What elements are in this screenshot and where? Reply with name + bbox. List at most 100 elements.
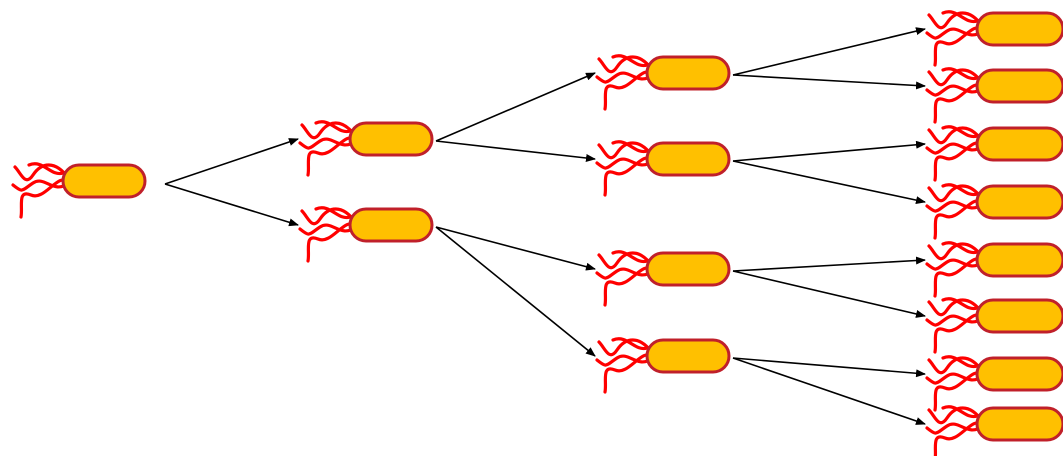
bacterium-body [975, 356, 1063, 392]
flagellum-2 [298, 137, 358, 150]
bacterium-icon [925, 10, 1063, 67]
division-arrow [732, 140, 926, 162]
division-arrow [732, 357, 926, 425]
division-arrow [732, 160, 926, 205]
flagellum-2 [925, 27, 985, 40]
bacterium-body [975, 242, 1063, 278]
flagellum-1 [300, 207, 358, 226]
flagellum-3 [933, 25, 985, 67]
flagellum-1 [927, 126, 985, 145]
flagellum-2 [925, 84, 985, 97]
bacterium-icon [298, 206, 434, 263]
flagellum-4 [611, 250, 649, 264]
flagellum-4 [27, 162, 65, 176]
flagellum-4 [941, 67, 979, 81]
division-arrow [435, 226, 596, 271]
division-arrow [164, 183, 299, 227]
flagellum-1 [597, 338, 655, 357]
flagellum-2 [595, 267, 655, 280]
bacterium-icon [595, 337, 731, 394]
bacterium-body [645, 55, 731, 91]
bacterium-body [645, 251, 731, 287]
flagellum-3 [603, 265, 655, 307]
bacterium-icon [925, 125, 1063, 182]
bacterium-body [645, 338, 731, 374]
flagellum-4 [314, 120, 352, 134]
flagellum-3 [603, 155, 655, 197]
flagellum-1 [927, 406, 985, 425]
bacterium-body [975, 298, 1063, 334]
flagellum-1 [927, 298, 985, 317]
flagellum-2 [925, 314, 985, 327]
division-arrow [164, 138, 299, 185]
division-arrow [435, 140, 596, 162]
bacterium-icon [925, 405, 1063, 456]
flagellum-4 [941, 241, 979, 255]
flagellum-3 [933, 82, 985, 124]
flagellum-1 [597, 141, 655, 160]
bacterium-icon [595, 140, 731, 197]
bacterium-body [645, 141, 731, 177]
bacterium-body [348, 121, 434, 157]
division-arrow [732, 74, 926, 90]
flagellum-2 [595, 354, 655, 367]
flagellum-3 [306, 135, 358, 177]
flagellum-1 [927, 11, 985, 30]
flagellum-3 [933, 256, 985, 298]
flagellum-1 [597, 55, 655, 74]
flagellum-4 [611, 337, 649, 351]
flagellum-2 [925, 258, 985, 271]
flagellum-3 [19, 177, 71, 219]
bacteria-cells [11, 10, 1063, 456]
bacterium-body [975, 406, 1063, 442]
bacterium-icon [925, 67, 1063, 124]
flagellum-4 [941, 125, 979, 139]
flagellum-3 [603, 69, 655, 111]
flagellum-3 [306, 221, 358, 263]
flagellum-1 [927, 242, 985, 261]
bacterium-icon [595, 250, 731, 307]
flagellum-3 [933, 370, 985, 412]
flagellum-2 [595, 157, 655, 170]
flagellum-2 [925, 200, 985, 213]
flagellum-2 [298, 223, 358, 236]
bacterium-body [975, 68, 1063, 104]
flagellum-2 [925, 372, 985, 385]
division-arrow [732, 270, 926, 318]
flagellum-4 [941, 10, 979, 24]
flagellum-3 [933, 140, 985, 182]
bacterium-body [348, 207, 434, 243]
flagellum-4 [314, 206, 352, 220]
division-arrow [732, 357, 926, 378]
flagellum-3 [933, 312, 985, 354]
flagellum-1 [927, 68, 985, 87]
bacterium-icon [925, 183, 1063, 240]
bacterium-body [975, 184, 1063, 220]
flagellum-4 [941, 355, 979, 369]
flagellum-2 [925, 422, 985, 435]
bacterium-icon [925, 355, 1063, 412]
bacterium-body [61, 163, 147, 199]
flagellum-4 [941, 297, 979, 311]
flagellum-2 [925, 142, 985, 155]
flagellum-4 [941, 183, 979, 197]
bacterium-body [975, 11, 1063, 47]
flagellum-1 [597, 251, 655, 270]
division-arrow [732, 27, 926, 76]
bacterium-icon [925, 297, 1063, 354]
flagellum-2 [11, 179, 71, 192]
flagellum-1 [927, 356, 985, 375]
flagellum-2 [595, 71, 655, 84]
flagellum-1 [300, 121, 358, 140]
division-arrow [435, 72, 596, 142]
bacterium-icon [595, 54, 731, 111]
flagellum-3 [933, 420, 985, 456]
flagellum-4 [611, 54, 649, 68]
bacterium-icon [298, 120, 434, 177]
division-arrows [164, 27, 926, 425]
bacterium-icon [11, 162, 147, 219]
division-arrow [732, 256, 926, 272]
flagellum-4 [941, 405, 979, 419]
bacterium-icon [925, 241, 1063, 298]
